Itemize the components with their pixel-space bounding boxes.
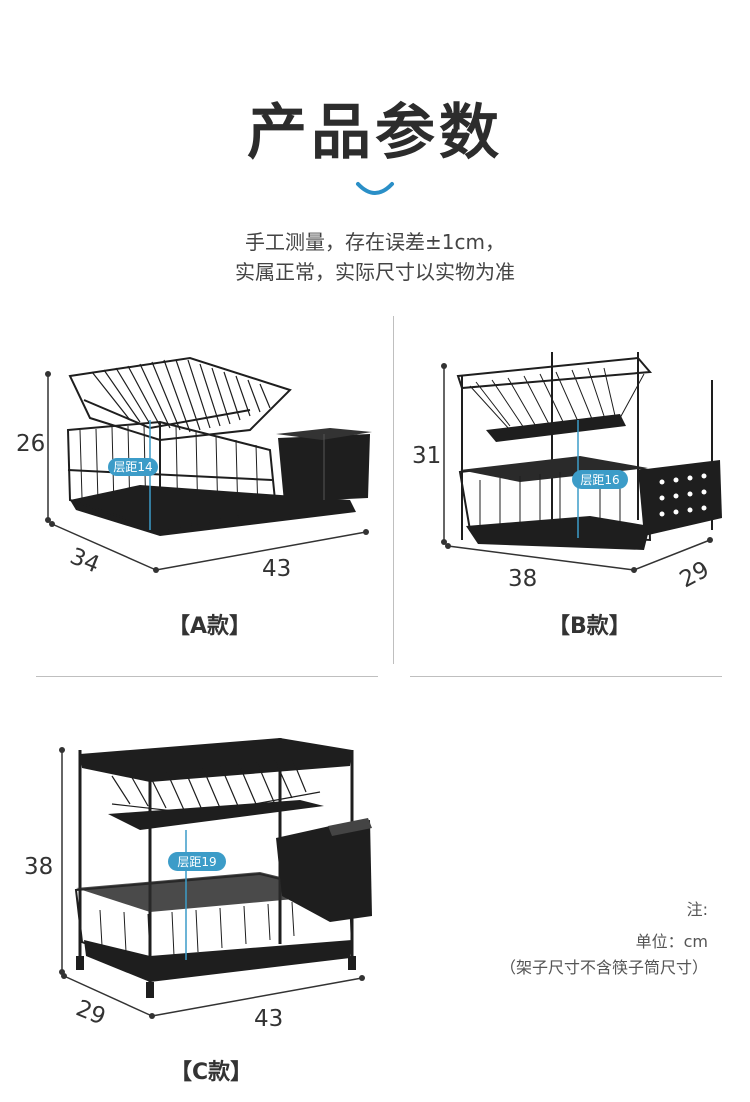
dish-rack-b-image: 层距16	[441, 352, 722, 573]
page-title: 产品参数	[247, 98, 503, 168]
width-label-b: 38	[508, 566, 538, 592]
layer-gap-badge-b: 层距16	[580, 473, 619, 487]
layer-gap-badge-a: 层距14	[113, 460, 152, 474]
vertical-divider	[393, 316, 394, 664]
note-remark: （架子尺寸不含筷子筒尺寸）	[499, 958, 708, 977]
model-label-b: 【B款】	[548, 614, 631, 639]
width-label-a: 43	[262, 556, 292, 582]
dish-rack-a-image: 层距14	[45, 356, 372, 573]
intro-line-2: 实属正常，实际尺寸以实物为准	[235, 260, 515, 284]
note-title: 注:	[686, 900, 708, 919]
smile-divider-icon	[356, 182, 394, 195]
product-card-a: 层距14 26 34 43 【A款】	[0, 330, 390, 660]
intro-line-1: 手工测量，存在误差±1cm，	[245, 230, 505, 254]
width-label-c: 43	[254, 1006, 284, 1032]
height-label-b: 31	[412, 443, 442, 469]
height-label-c: 38	[24, 854, 54, 880]
height-label-a: 26	[16, 431, 46, 457]
note-unit: 单位：cm	[635, 932, 708, 951]
dish-rack-c-image: 层距19	[59, 738, 372, 1019]
model-label-a: 【A款】	[168, 614, 252, 639]
horizontal-divider-right	[410, 676, 722, 677]
product-card-c: 层距19 38 29 43 【C款】	[0, 720, 400, 1100]
product-card-b: 层距16 31 38 29 【B款】	[400, 330, 750, 660]
layer-gap-badge-c: 层距19	[177, 855, 216, 869]
horizontal-divider-left	[36, 676, 378, 677]
model-label-c: 【C款】	[170, 1060, 253, 1085]
